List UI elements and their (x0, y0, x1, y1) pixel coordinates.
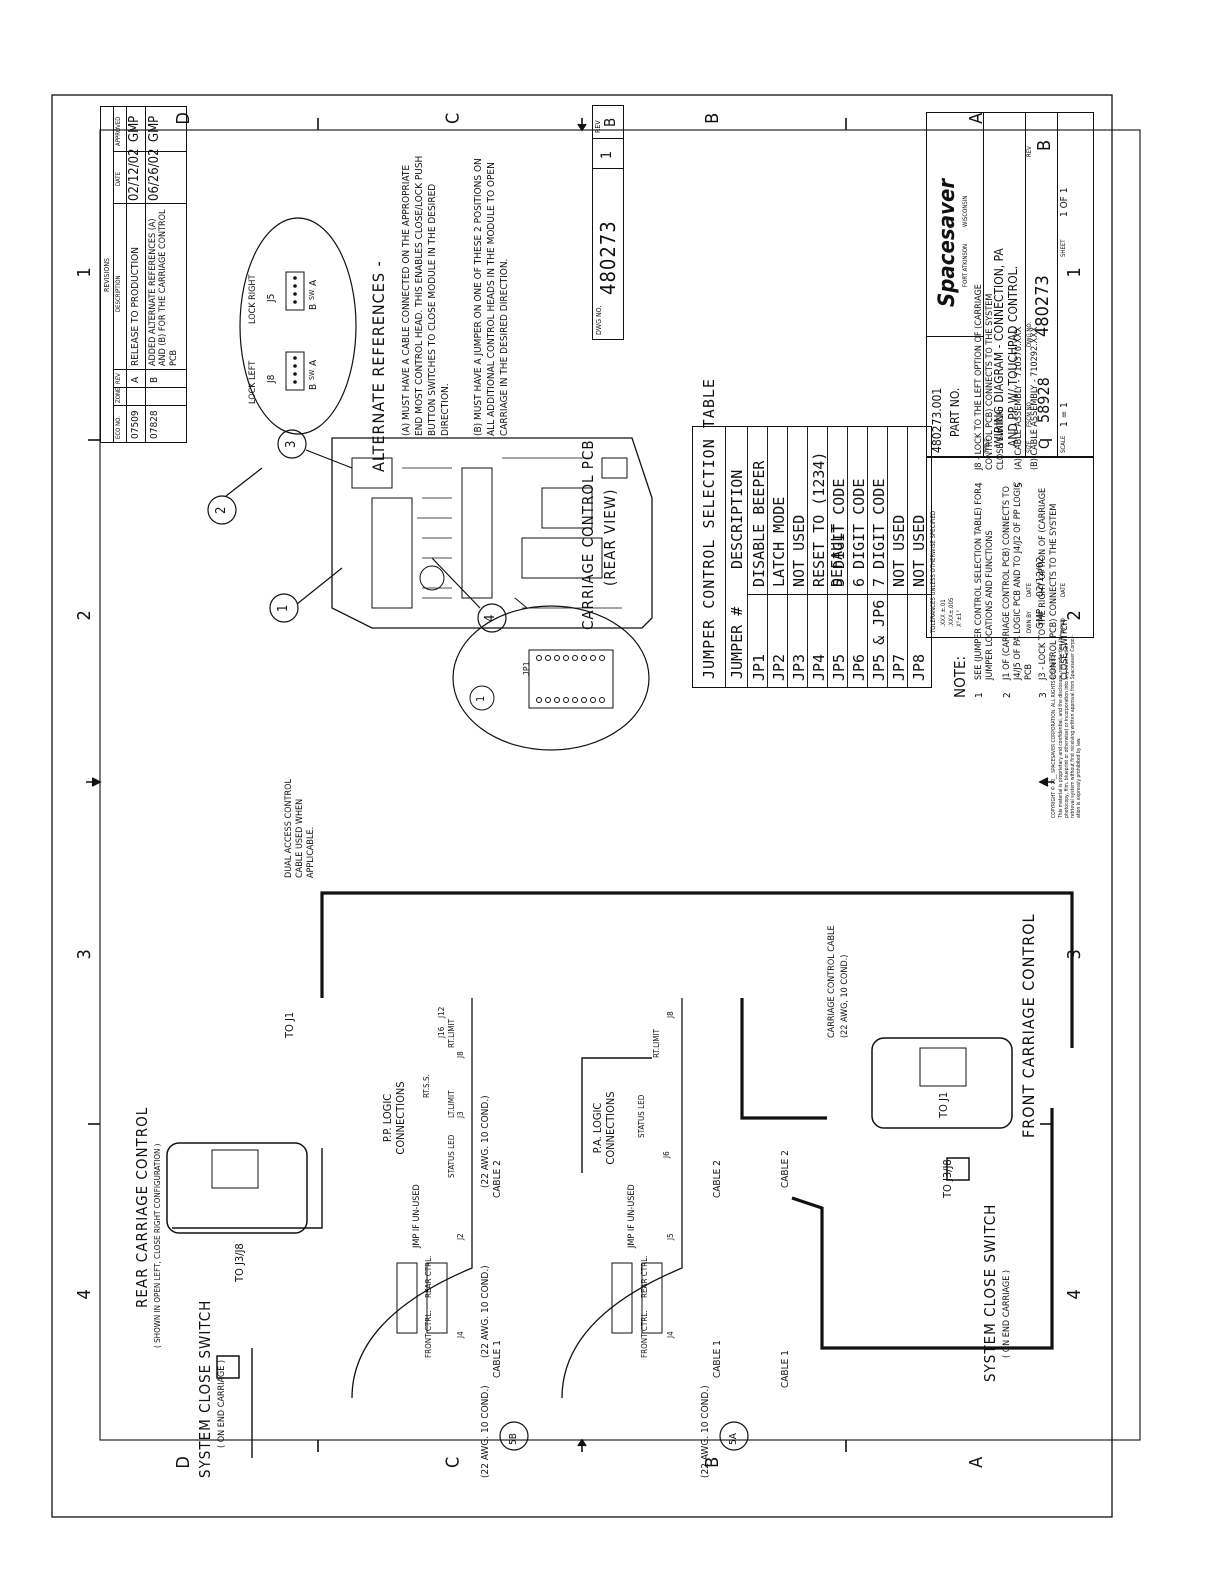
cc-cable-awg: (22 AWG, 10 COND.) (840, 954, 850, 1038)
company-sub: FORT ATKINSON (962, 243, 969, 287)
company-state: WISCONSIN (962, 195, 969, 227)
apvd-label: APVD (1060, 618, 1067, 633)
rear-to-j1: TO J1 (283, 1011, 296, 1038)
pp-cable1-awg: (22 AWG. 10 COND.) (480, 1265, 491, 1358)
pa-j4: J4 (666, 1331, 675, 1338)
pp-status-led: STATUS LED (447, 1134, 456, 1178)
tolerance-block: TOLERANCES UNLESS OTHERWISE SPECIFIED .X… (926, 456, 1094, 638)
pa-status-led: STATUS LED (637, 1094, 646, 1138)
tol-3: X°±1° (956, 609, 963, 627)
rev-value: B (1034, 139, 1055, 151)
copyright-line: COPYRIGHT © 20__ SPACESAVER CORPORATION.… (1051, 655, 1057, 818)
lock-detail (239, 217, 357, 435)
pp-j16: J16 (437, 1026, 446, 1038)
pp-j8: J8 (456, 1051, 465, 1058)
pp-cable2-awg: (22 AWG. 10 COND.) (480, 1095, 491, 1188)
pcb-balloons (207, 429, 507, 633)
balloon-5b: 5B (508, 1433, 519, 1445)
dwg-value: 480273 (1032, 275, 1053, 337)
front-sys-close-title: SYSTEM CLOSE SWITCH (981, 1203, 999, 1382)
pa-awg-left: (22 AWG. 10 COND.) (700, 1385, 711, 1478)
wiring-graphics (166, 891, 1074, 1458)
rotated-drawing: DWG NO. 480273 1 REV B REVISIONS ECO NO.… (52, 94, 1104, 1518)
drn-by-label: DWN BY (1026, 611, 1033, 633)
pa-jmp-unused: JMP IF UN-USED (627, 1184, 637, 1248)
pp-j3: J3 (456, 1111, 465, 1118)
scale-label: SCALE (1060, 435, 1067, 453)
pp-front-ctrl: FRONT CTRL. (424, 1310, 433, 1358)
pp-cable2: CABLE 2 (492, 1160, 503, 1198)
pa-front-ctrl: FRONT CTRL. (640, 1310, 649, 1358)
pp-rear-ctrl: REAR CTRL. (424, 1255, 433, 1298)
tol-2: .XXX±.005 (948, 597, 955, 627)
pa-j8: J8 (666, 1011, 675, 1018)
pa-rear-ctrl: REAR CTRL. (640, 1255, 649, 1298)
date2-label: DATE (1060, 583, 1067, 597)
company-logo: Spacesaver (935, 178, 960, 307)
rev-label: REV (1026, 146, 1033, 157)
rear-sys-close-sub: ( ON END CARRIAGE ) (217, 1359, 227, 1448)
fscm-value: 58928 (1034, 377, 1053, 423)
title-line-1: WIRING DIAGRAM - CONNECTION, PA (992, 248, 1006, 447)
title-label: TITLE (984, 438, 991, 453)
rear-carriage-subtitle: ( SHOWN IN OPEN LEFT, CLOSE RIGHT CONFIG… (153, 1143, 162, 1348)
sheet-label: SHEET (1060, 239, 1067, 257)
front-sys-close-sub: ( ON END CARRIAGE ) (1002, 1269, 1012, 1358)
front-to-j1: TO J1 (937, 1091, 950, 1118)
tol-1: .XXX ±.01 (940, 599, 947, 627)
cc-cable-label: CARRIAGE CONTROL CABLE (827, 925, 837, 1038)
carriage-pcb-graphic (331, 437, 653, 629)
scale-value: 1 = 1 (1059, 402, 1070, 427)
pp-j12: J12 (437, 1006, 446, 1018)
pp-logic-title: P.P. LOGIC CONNECTIONS (381, 1081, 407, 1155)
pp-lt-limit: LT.LIMIT (447, 1090, 456, 1119)
part-no-label: PART NO. (948, 387, 962, 437)
pa-logic-title: P.A. LOGIC CONNECTIONS (591, 1091, 617, 1165)
date-value: 02/12/02 (1035, 556, 1046, 597)
pp-rt-ss: RT.S.S. (422, 1074, 431, 1098)
front-carriage-title: FRONT CARRIAGE CONTROL (1019, 913, 1038, 1138)
size-label: SIZE (1026, 440, 1033, 453)
pp-cable1: CABLE 1 (492, 1340, 503, 1378)
pa-cable1: CABLE 1 (712, 1340, 723, 1378)
pa-j6: J6 (662, 1151, 671, 1158)
front-cable1: CABLE 1 (780, 1350, 791, 1388)
pa-cable2: CABLE 2 (712, 1160, 723, 1198)
copyright-block: COPYRIGHT © 20__ SPACESAVER CORPORATION.… (1051, 635, 1092, 818)
front-cable2: CABLE 2 (780, 1150, 791, 1188)
tolerances-label: TOLERANCES UNLESS OTHERWISE SPECIFIED (930, 510, 937, 633)
pp-jmp-unused: JMP IF UN-USED (412, 1184, 422, 1248)
dual-access-note: DUAL ACCESS CONTROL CABLE USED WHEN APPL… (284, 779, 316, 878)
part-no-value: 480273.001 (930, 387, 944, 453)
drn-by-value: GMP (1035, 608, 1046, 629)
rear-to-j3j8: TO J3/J8 (233, 1243, 246, 1282)
rear-sys-close-title: SYSTEM CLOSE SWITCH (196, 1299, 214, 1478)
inner-border (99, 129, 1141, 1441)
fscm-label: FSCM NO. (1026, 400, 1033, 427)
title-line-2: AND PP W/ TOUCHPAD CONTROL. (1006, 265, 1020, 447)
rear-control-box (166, 1142, 308, 1234)
balloon-5a: 5A (728, 1433, 739, 1445)
size-value: C (1037, 440, 1053, 449)
pp-awg-left: (22 AWG. 10 COND.) (480, 1385, 491, 1478)
pp-j4: J4 (456, 1331, 465, 1338)
pp-j2: J2 (456, 1233, 465, 1240)
jumper-detail (452, 598, 650, 751)
pa-j5: J5 (666, 1233, 675, 1240)
title-block: 480273.001 PART NO. Spacesaver FORT ATKI… (926, 112, 1094, 458)
pp-rt-limit: RT.LIMIT (447, 1018, 456, 1048)
date-label: DATE (1026, 583, 1033, 597)
front-to-j3j8: TO J3/J8 (941, 1159, 954, 1198)
rear-carriage-title: REAR CARRIAGE CONTROL (133, 1106, 151, 1308)
sheet-value: 1 OF 1 (1059, 187, 1070, 217)
pa-rt-limit: RT.LIMIT (652, 1028, 661, 1058)
prop-line-4: ation is expressly prohibited by law. (1076, 737, 1082, 818)
